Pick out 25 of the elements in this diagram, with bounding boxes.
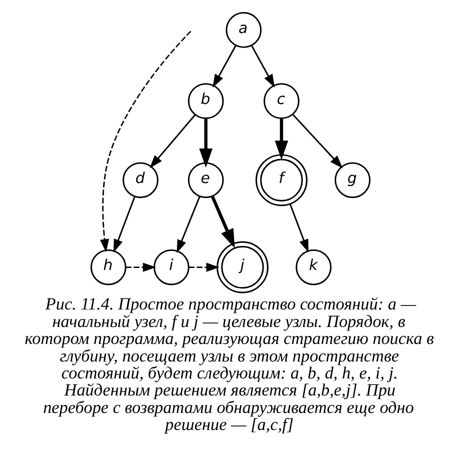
node-circle: d — [122, 162, 158, 198]
node-circle: a — [225, 12, 262, 48]
node-circle: c — [263, 83, 299, 119]
arrow — [100, 30, 191, 252]
node-circle: i — [153, 249, 189, 286]
arrow — [274, 118, 288, 160]
arrow — [113, 196, 135, 253]
arrow — [288, 204, 308, 253]
arrow — [212, 45, 236, 88]
caption: Рис. 11.4. Простое пространство состояний: a — начальный узел, f и j — целевые узлы. Порядок, в котором программа, реализующая стратегию поиска в глубину, посещает узлы в этом пространстве состояний, будет следующим: a, b, d, h, e, i, j. Найденным решением является [a,b,e,j]. При переборе с возвратами обнаруживается еще одно решение — [a,c,f] — [24, 294, 434, 434]
node-circle: f — [255, 154, 307, 206]
node-circle: j — [216, 241, 268, 294]
arrow — [210, 196, 234, 248]
node-circle: e — [187, 162, 224, 198]
node-circle: h — [90, 249, 126, 286]
arrow — [198, 118, 212, 168]
node-circle: k — [295, 249, 332, 286]
arrow — [176, 196, 200, 254]
arrow — [149, 114, 196, 168]
arrow — [250, 45, 274, 88]
arrow — [292, 114, 342, 168]
node-circle: g — [334, 162, 370, 198]
arrow — [188, 262, 219, 272]
node-circle: b — [187, 83, 224, 119]
arrow — [125, 262, 156, 272]
